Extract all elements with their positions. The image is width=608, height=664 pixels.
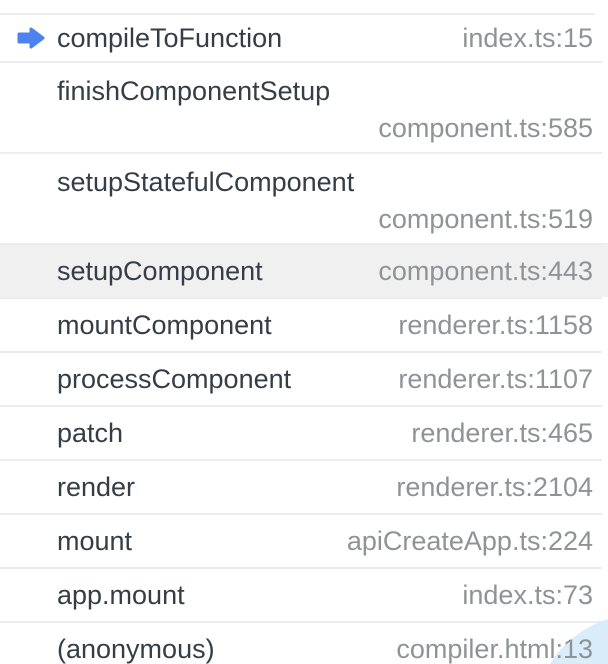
call-stack-frame[interactable]: app.mount index.ts:73	[0, 567, 608, 621]
call-stack-frame[interactable]: mount apiCreateApp.ts:224	[0, 513, 608, 567]
call-stack-frame[interactable]: patch renderer.ts:465	[0, 405, 608, 459]
frame-function-name: finishComponentSetup	[57, 76, 331, 106]
call-stack-frame[interactable]: finishComponentSetup component.ts:585	[0, 61, 608, 152]
call-stack-frame[interactable]: setupStatefulComponent component.ts:519	[0, 152, 608, 243]
call-stack-frame[interactable]: processComponent renderer.ts:1107	[0, 351, 608, 405]
frame-file-location[interactable]: compiler.html:13	[396, 634, 593, 664]
frame-function-name: mount	[57, 526, 133, 556]
frame-file-location[interactable]: index.ts:15	[462, 23, 593, 53]
call-stack-list: compileToFunction index.ts:15 finishComp…	[0, 13, 608, 664]
frame-function-name: compileToFunction	[57, 23, 283, 53]
call-stack-frame-selected[interactable]: setupComponent component.ts:443	[0, 243, 608, 297]
frame-function-name: setupStatefulComponent	[57, 167, 355, 197]
frame-file-location[interactable]: renderer.ts:465	[411, 418, 593, 448]
execution-pointer-icon	[17, 27, 45, 49]
frame-function-name: render	[57, 472, 136, 502]
frame-file-location[interactable]: component.ts:443	[378, 256, 593, 286]
frame-function-name: app.mount	[57, 580, 185, 610]
call-stack-frame[interactable]: render renderer.ts:2104	[0, 459, 608, 513]
frame-function-name: setupComponent	[57, 256, 263, 286]
frame-function-name: processComponent	[57, 364, 292, 394]
call-stack-frame[interactable]: mountComponent renderer.ts:1158	[0, 297, 608, 351]
frame-file-location[interactable]: renderer.ts:1158	[398, 310, 593, 340]
frame-function-name: patch	[57, 418, 124, 448]
frame-function-name: (anonymous)	[57, 634, 215, 664]
frame-file-location[interactable]: index.ts:73	[462, 580, 593, 610]
frame-file-location[interactable]: component.ts:585	[378, 113, 593, 143]
frame-file-location[interactable]: renderer.ts:1107	[398, 364, 593, 394]
frame-function-name: mountComponent	[57, 310, 272, 340]
frame-file-location[interactable]: renderer.ts:2104	[396, 472, 593, 502]
frame-file-location[interactable]: component.ts:519	[378, 204, 593, 234]
call-stack-frame[interactable]: (anonymous) compiler.html:13	[0, 621, 608, 664]
frame-file-location[interactable]: apiCreateApp.ts:224	[346, 526, 593, 556]
call-stack-frame[interactable]: compileToFunction index.ts:15	[0, 13, 608, 61]
